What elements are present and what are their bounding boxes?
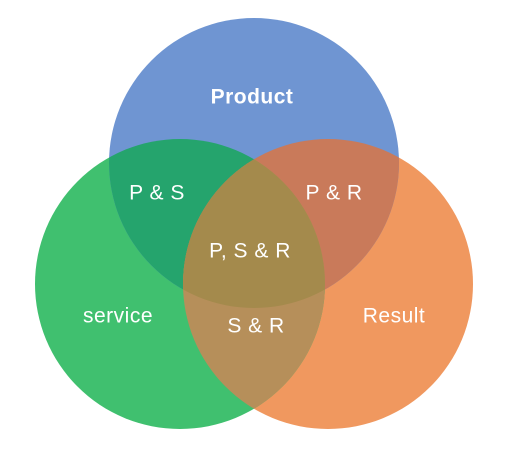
all-sets-overlap bbox=[183, 139, 325, 308]
service-result-label: S & R bbox=[227, 315, 284, 338]
all-sets-label: P, S & R bbox=[209, 240, 291, 263]
product-service-label: P & S bbox=[129, 182, 185, 205]
service-label: service bbox=[83, 305, 153, 328]
product-label: Product bbox=[211, 86, 294, 109]
product-result-label: P & R bbox=[306, 182, 363, 205]
result-label: Result bbox=[363, 305, 426, 328]
